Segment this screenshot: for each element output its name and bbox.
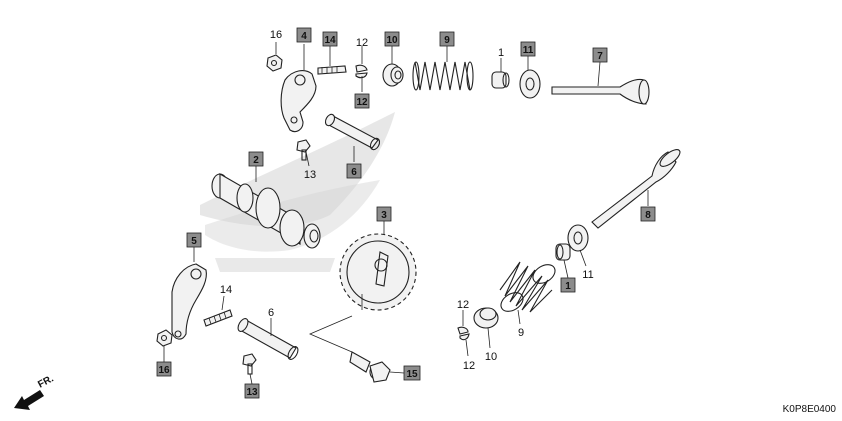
- svg-text:2: 2: [253, 155, 259, 166]
- diagram-code: K0P8E0400: [783, 404, 837, 415]
- callout-box[interactable]: 4: [296, 27, 312, 43]
- svg-text:6: 6: [351, 167, 357, 178]
- front-label: FR.: [36, 373, 56, 390]
- callout-box[interactable]: 13: [244, 383, 260, 399]
- exhaust-valve: [551, 78, 650, 105]
- valve-cotter-upper: [355, 64, 368, 79]
- svg-text:10: 10: [386, 35, 398, 46]
- spring-retainer-upper: [382, 63, 404, 87]
- adjusting-screw-lower: [203, 309, 233, 327]
- callout-label[interactable]: 14: [220, 284, 232, 296]
- callout-label[interactable]: 12: [356, 37, 368, 49]
- nut-upper: [266, 54, 283, 72]
- stem-seal-lower: [555, 243, 571, 261]
- nut-lower: [156, 329, 173, 347]
- callout-box[interactable]: 5: [186, 232, 202, 248]
- adjusting-screw-upper: [317, 65, 347, 75]
- callout-label[interactable]: 1: [498, 47, 504, 59]
- sprocket-bolt: [349, 351, 391, 383]
- svg-text:14: 14: [324, 35, 336, 46]
- callout-box[interactable]: 10: [384, 31, 400, 47]
- front-direction-indicator: FR.: [14, 373, 56, 410]
- callout-box[interactable]: 14: [322, 31, 338, 47]
- callout-label[interactable]: 6: [268, 307, 274, 319]
- svg-text:9: 9: [444, 35, 450, 46]
- valve-spring-upper: [412, 61, 474, 91]
- rocker-shaft-lower: [237, 318, 299, 360]
- spring-seat-lower: [567, 224, 589, 252]
- callout-box[interactable]: 3: [376, 206, 392, 222]
- svg-text:1: 1: [565, 281, 571, 292]
- callout-box[interactable]: 7: [592, 47, 608, 63]
- stem-seal-upper: [491, 71, 510, 89]
- bolt-lower: [242, 353, 257, 375]
- svg-text:11: 11: [523, 45, 534, 56]
- callout-box[interactable]: 12: [354, 93, 370, 109]
- cam-sprocket: [339, 233, 417, 311]
- callout-box[interactable]: 6: [346, 163, 362, 179]
- callout-box[interactable]: 2: [248, 151, 264, 167]
- callout-label[interactable]: 13: [304, 169, 316, 181]
- callout-label[interactable]: 16: [270, 29, 282, 41]
- callout-box[interactable]: 8: [640, 206, 656, 222]
- rocker-shaft-upper: [324, 113, 381, 151]
- leader-lines: [163, 42, 649, 385]
- callout-box[interactable]: 11: [520, 41, 536, 57]
- valve-cotter-lower: [457, 326, 470, 341]
- front-arrow-icon: [14, 390, 44, 410]
- callout-box[interactable]: 16: [156, 361, 172, 377]
- leader-bolt-sprocket-a: [308, 315, 353, 353]
- svg-text:7: 7: [597, 51, 603, 62]
- callout-label[interactable]: 11: [582, 269, 593, 281]
- svg-text:4: 4: [301, 31, 307, 42]
- svg-text:12: 12: [356, 97, 368, 108]
- callout-label[interactable]: 12: [457, 299, 469, 311]
- camshaft: [211, 173, 321, 249]
- callout-label[interactable]: 9: [518, 327, 524, 339]
- callout-box[interactable]: 9: [439, 31, 455, 47]
- callout-label[interactable]: 10: [485, 351, 497, 363]
- spring-seat-upper: [519, 69, 541, 99]
- svg-text:16: 16: [158, 365, 170, 376]
- svg-text:5: 5: [191, 236, 197, 247]
- callout-box[interactable]: 1: [560, 277, 576, 293]
- svg-text:13: 13: [246, 387, 258, 398]
- spring-retainer-lower: [473, 307, 499, 329]
- svg-text:3: 3: [381, 210, 387, 221]
- intake-valve: [591, 149, 681, 229]
- svg-text:15: 15: [406, 369, 418, 380]
- bolt-upper: [296, 139, 311, 161]
- callout-box[interactable]: 15: [403, 365, 421, 381]
- rocker-arm-upper: [280, 70, 317, 133]
- svg-text:8: 8: [645, 210, 651, 221]
- callout-label[interactable]: 12: [463, 360, 475, 372]
- rocker-arm-lower: [171, 263, 207, 340]
- valve-spring-lower: [499, 261, 556, 313]
